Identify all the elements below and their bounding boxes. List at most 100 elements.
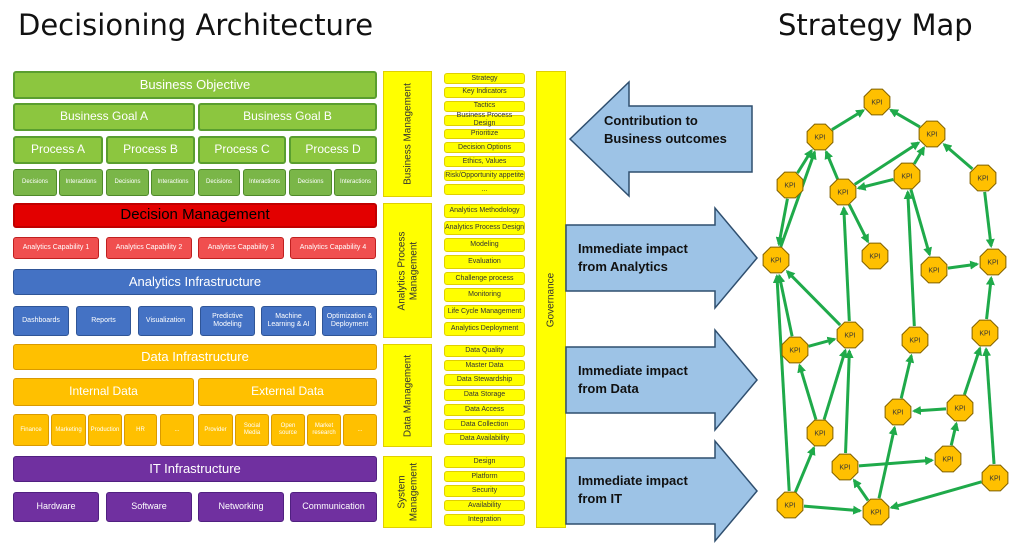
kpi-node [981, 464, 1009, 492]
tag-analytics: Modeling [444, 237, 525, 252]
kpi-label: KPI [989, 476, 1000, 483]
kpi-label: KPI [789, 348, 800, 355]
kpi-node [781, 336, 809, 364]
kpi-edge [847, 203, 870, 244]
tag-analytics: Life Cycle Management [444, 305, 525, 320]
external-data: External Data [198, 378, 377, 406]
kpi-label: KPI [784, 183, 795, 190]
process-d: Process D [289, 136, 377, 164]
kpi-node [806, 123, 834, 151]
process-c: Process C [198, 136, 286, 164]
kpi-node [829, 178, 857, 206]
kpi-node [969, 164, 997, 192]
kpi-edge [985, 275, 995, 320]
interactions-box: Interactions [151, 169, 195, 196]
kpi-node [901, 326, 929, 354]
networking-box: Networking [198, 492, 284, 522]
contribution-text: Contribution to Business outcomes [604, 113, 727, 147]
tag-system: Design [444, 456, 525, 468]
kpi-label: KPI [901, 174, 912, 181]
tag-business: Key Indicators [444, 86, 525, 98]
tag-data: Data Availability [444, 433, 525, 445]
kpi-label: KPI [977, 176, 988, 183]
interactions-box: Interactions [59, 169, 103, 196]
tag-data: Data Stewardship [444, 374, 525, 387]
analytics-capability-2: Analytics Capability 2 [106, 237, 192, 259]
data-infrastructure: Data Infrastructure [13, 344, 377, 370]
tag-system: Security [444, 485, 525, 497]
tag-analytics: Analytics Deployment [444, 322, 525, 336]
market-research-box: Market research [307, 414, 341, 446]
kpi-edge [794, 445, 816, 493]
kpi-edge [776, 273, 794, 337]
kpi-edge [844, 348, 854, 454]
analytics-capability-3: Analytics Capability 3 [198, 237, 284, 259]
kpi-edge [947, 260, 980, 270]
kpi-node [831, 453, 859, 481]
external-more-box: ... [343, 414, 377, 446]
kpi-edge [942, 143, 974, 170]
kpi-edge [824, 149, 839, 180]
data-impact-text: Immediate impact from Data [578, 363, 688, 397]
kpi-edge [963, 346, 982, 396]
kpi-label: KPI [870, 510, 881, 517]
kpi-label: KPI [954, 406, 965, 413]
kpi-node [884, 398, 912, 426]
optimization-box: Optimization & Deployment [322, 306, 377, 336]
kpi-label: KPI [814, 135, 825, 142]
tag-business: Risk/Opportunity appetite [444, 170, 525, 182]
tag-system: Integration [444, 514, 525, 526]
kpi-label: KPI [770, 258, 781, 265]
kpi-node [979, 248, 1007, 276]
decisions-box: Decisions [289, 169, 332, 196]
tag-analytics: Evaluation [444, 254, 525, 269]
kpi-node [946, 394, 974, 422]
kpi-edge [877, 425, 898, 499]
kpi-node [971, 319, 999, 347]
provider-box: Provider [198, 414, 233, 446]
kpi-label: KPI [871, 100, 882, 107]
business-goal-b: Business Goal B [198, 103, 377, 131]
tag-business: Decision Options [444, 142, 525, 154]
kpi-label: KPI [928, 268, 939, 275]
kpi-edge [772, 273, 791, 492]
kpi-node [934, 445, 962, 473]
dashboards-box: Dashboards [13, 306, 69, 336]
kpi-edge [889, 108, 921, 129]
kpi-edge [982, 346, 996, 465]
internal-data: Internal Data [13, 378, 194, 406]
kpi-edge [785, 269, 842, 327]
business-management-bar: Business Management [383, 71, 432, 197]
kpi-node [836, 321, 864, 349]
kpi-edge [779, 150, 817, 248]
tag-data: Data Collection [444, 418, 525, 431]
tag-analytics: Analytics Process Design [444, 220, 525, 235]
tag-data: Data Access [444, 403, 525, 416]
tag-business: Business Process Design [444, 112, 525, 127]
analytics-capability-1: Analytics Capability 1 [13, 237, 99, 259]
tag-data: Data Storage [444, 389, 525, 401]
kpi-label: KPI [909, 338, 920, 345]
data-management-bar: Data Management [383, 344, 432, 447]
decision-management: Decision Management [13, 203, 377, 228]
system-management-bar: System Management [383, 456, 432, 528]
kpi-node [920, 256, 948, 284]
kpi-edge [949, 421, 960, 446]
kpi-label: KPI [987, 260, 998, 267]
analytics-arrow [565, 205, 758, 311]
interactions-box: Interactions [334, 169, 377, 196]
kpi-edge [852, 478, 870, 502]
tag-business: Tactics [444, 100, 525, 112]
tag-data: Master Data [444, 359, 525, 372]
kpi-edge [889, 480, 982, 511]
decisions-box: Decisions [106, 169, 149, 196]
kpi-node [762, 246, 790, 274]
communication-box: Communication [290, 492, 377, 522]
kpi-node [863, 88, 891, 116]
interactions-box: Interactions [243, 169, 286, 196]
kpi-edge [797, 363, 818, 421]
open-source-box: Open source [271, 414, 305, 446]
visualization-box: Visualization [138, 306, 193, 336]
reports-box: Reports [76, 306, 131, 336]
kpi-edge [808, 336, 837, 348]
